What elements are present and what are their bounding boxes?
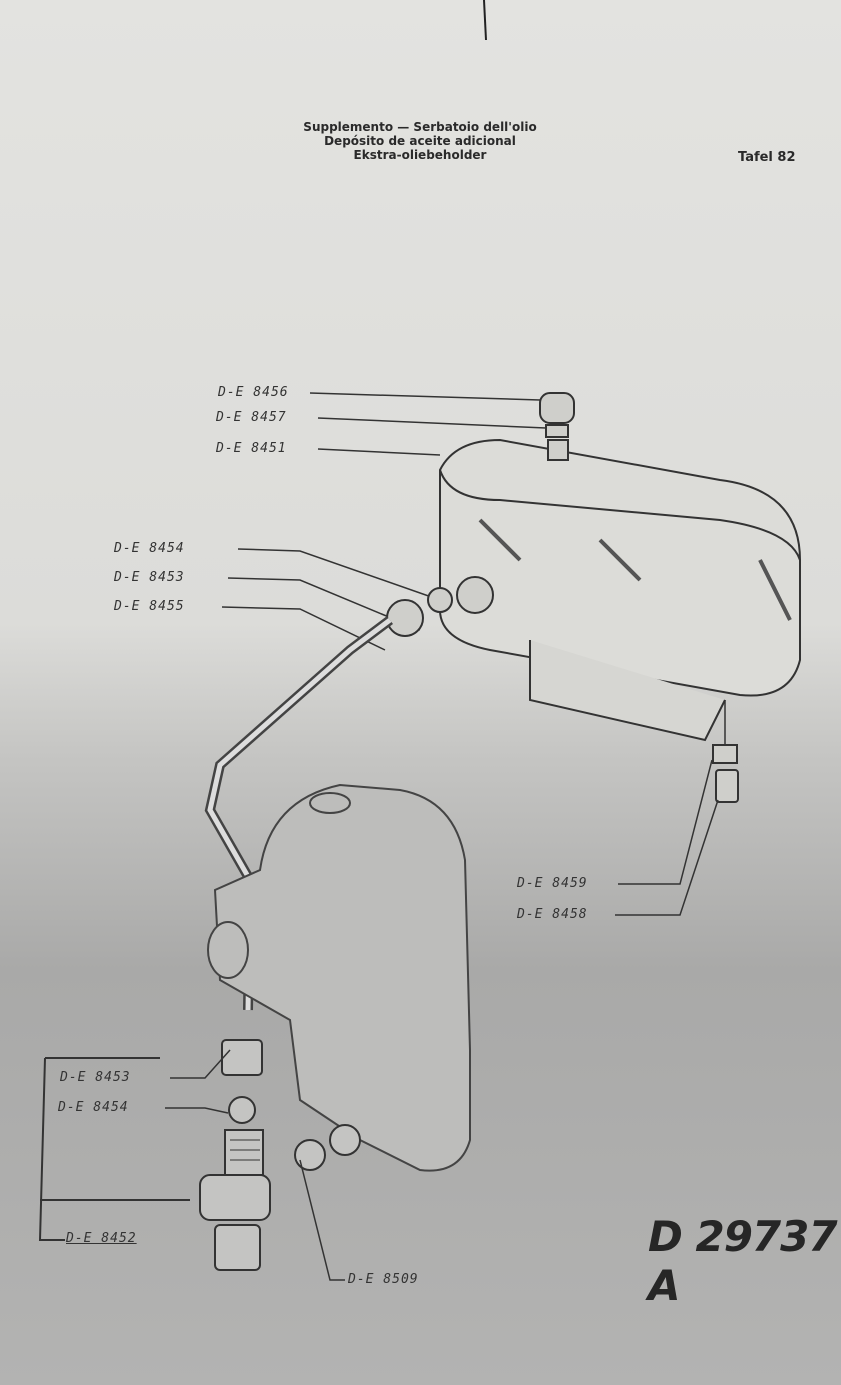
- part-label-drain-plug: D-E 8458: [517, 907, 588, 922]
- tank-fittings: [386, 576, 494, 637]
- part-label-tank: D-E 8451: [216, 441, 287, 456]
- part-label-banjo-bolt: D-E 8509: [348, 1272, 419, 1287]
- plate-number: Tafel 82: [738, 150, 796, 165]
- title-line-spanish: Depósito de aceite adicional: [324, 134, 516, 148]
- part-label-upper-washer: D-E 8454: [114, 541, 185, 556]
- title-line-danish: Ekstra-oliebeholder: [353, 148, 487, 162]
- part-label-cap-gasket: D-E 8457: [216, 410, 287, 425]
- part-label-union-nut: D-E 8455: [114, 599, 185, 614]
- part-label-lower-nut: D-E 8453: [60, 1070, 131, 1085]
- binding-line: [483, 0, 487, 41]
- oil-tank: [439, 438, 801, 742]
- part-label-valve-assembly: D-E 8452: [66, 1231, 137, 1246]
- title-line-italian: Supplemento — Serbatoio dell'olio: [303, 120, 537, 134]
- part-label-cap: D-E 8456: [218, 385, 289, 400]
- diagram-title: Supplemento — Serbatoio dell'olio Depósi…: [250, 120, 590, 162]
- drain-plug: [712, 700, 739, 803]
- drawing-number: D 29737 A: [648, 1212, 838, 1310]
- part-label-upper-nut: D-E 8453: [114, 570, 185, 585]
- filler-cap: [539, 392, 575, 461]
- valve-assembly: [199, 1039, 361, 1271]
- pump-housing: [207, 783, 471, 1172]
- part-label-lower-washer: D-E 8454: [58, 1100, 129, 1115]
- part-label-drain-washer: D-E 8459: [517, 876, 588, 891]
